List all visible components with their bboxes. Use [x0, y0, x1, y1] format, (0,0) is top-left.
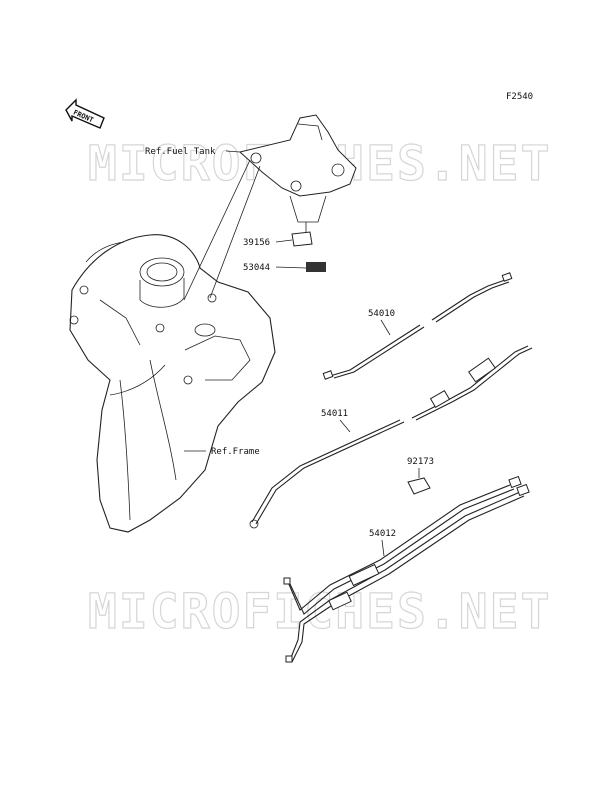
part-53044-strip	[306, 262, 326, 272]
frame-drawing	[69, 234, 276, 533]
part-54012-cables	[283, 475, 530, 663]
part-39156-label: 39156	[243, 238, 270, 248]
part-54012-label: 54012	[369, 529, 396, 539]
ref-fuel-tank-label: Ref.Fuel Tank	[145, 147, 216, 157]
part-92173-label: 92173	[407, 457, 434, 467]
part-39156-pad	[291, 231, 313, 247]
ref-frame-label: Ref.Frame	[211, 447, 260, 457]
part-54010-label: 54010	[368, 309, 395, 319]
watermark-bottom: MICROFICHES.NET	[88, 584, 551, 640]
front-direction-arrow-icon: FRONT	[65, 98, 105, 129]
fuel-tank-bracket	[238, 114, 357, 232]
part-54010-cable	[322, 272, 513, 380]
part-92173-clip	[407, 477, 431, 495]
part-54011-label: 54011	[321, 409, 348, 419]
part-53044-label: 53044	[243, 263, 270, 273]
figure-code: F2540	[506, 92, 533, 102]
part-54011-cable	[249, 345, 533, 529]
